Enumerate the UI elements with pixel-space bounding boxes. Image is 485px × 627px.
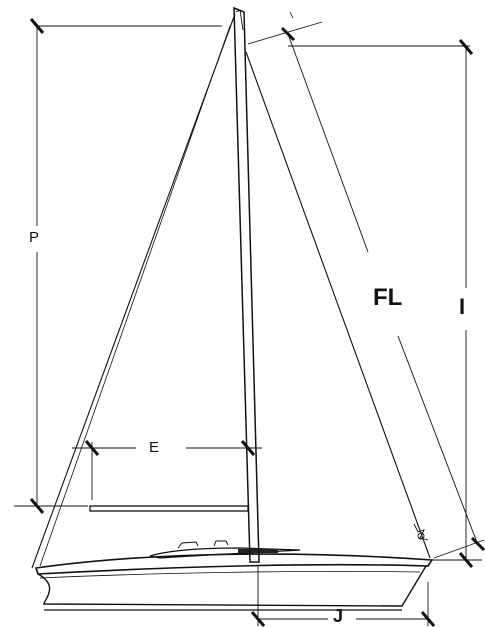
mast: [233, 6, 260, 563]
p-label: P: [29, 229, 40, 246]
fl-dimension: [247, 11, 485, 559]
fl-label: FL: [373, 284, 403, 311]
p-dimension: [14, 18, 222, 514]
j-dimension: [250, 566, 436, 627]
e-label: E: [149, 439, 160, 456]
i-dimension: [288, 39, 482, 568]
e-dimension: [72, 440, 262, 500]
boom: [89, 505, 249, 512]
masthead-stay: [39, 25, 231, 567]
hull: [34, 553, 434, 611]
j-label: J: [333, 606, 344, 626]
backstay: [31, 13, 236, 569]
i-label: I: [459, 294, 466, 319]
forestay: [245, 51, 431, 559]
bow-fitting: [413, 523, 429, 541]
